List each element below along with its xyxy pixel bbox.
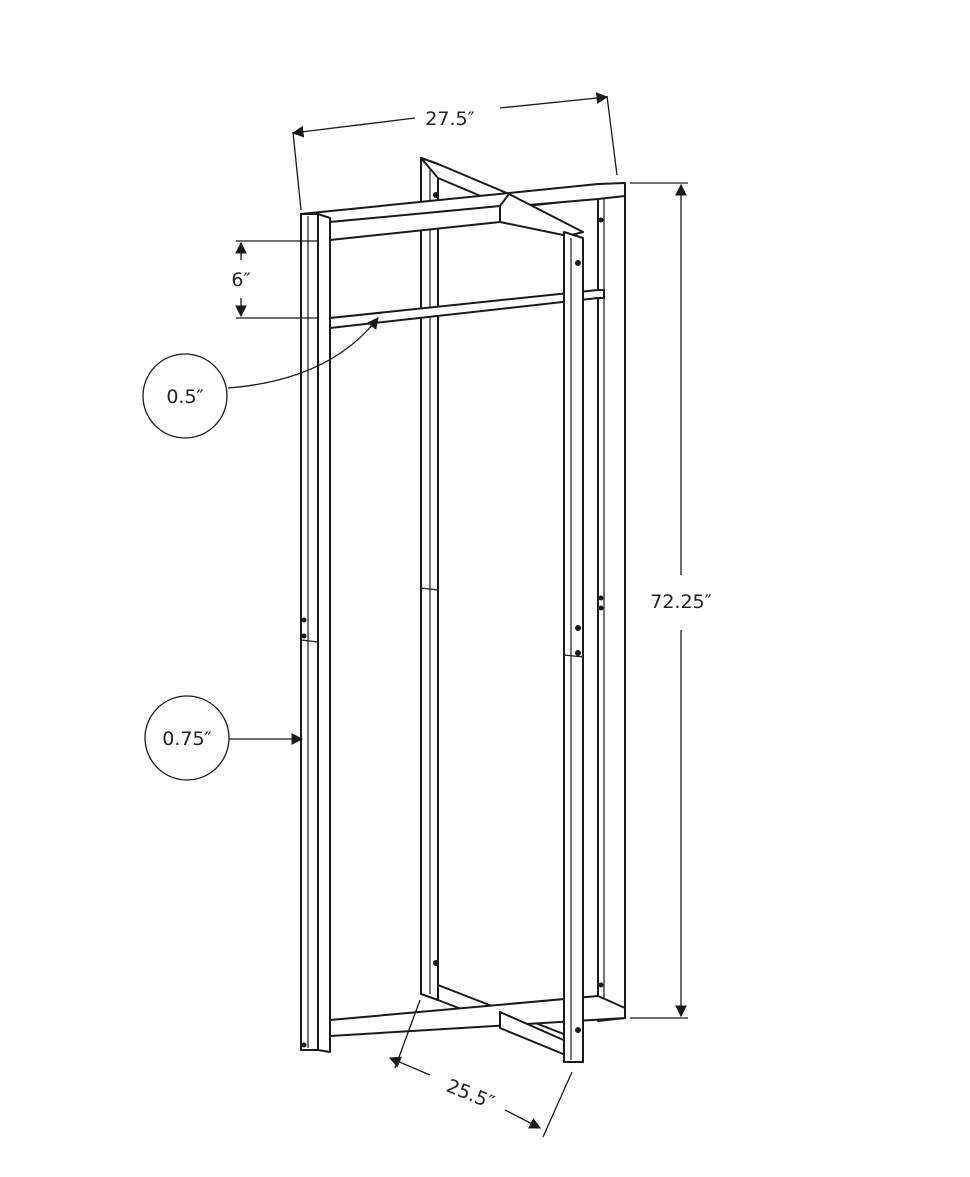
screw-hole <box>433 960 439 966</box>
height-label: 72.25″ <box>650 591 712 613</box>
screw-holes <box>301 192 604 1048</box>
screw-hole <box>598 605 604 611</box>
screw-hole <box>575 1027 581 1033</box>
front-left-post <box>300 213 331 1053</box>
height-dimension: 72.25″ <box>630 182 712 1019</box>
bar-offset-dimension: 6″ <box>231 240 318 319</box>
bar-diameter-callout: 0.5″ <box>142 317 379 439</box>
bar-diameter-label: 0.5″ <box>166 386 203 408</box>
frame-thickness-label: 0.75″ <box>162 728 211 750</box>
width-label: 27.5″ <box>425 108 474 130</box>
front-right-post <box>563 231 584 1063</box>
screw-hole <box>575 260 581 266</box>
screw-hole <box>433 192 439 198</box>
hanging-bar <box>329 289 605 329</box>
screw-hole <box>598 217 604 223</box>
screw-hole <box>598 595 604 601</box>
screw-hole <box>301 1042 307 1048</box>
depth-label: 25.5″ <box>443 1075 497 1114</box>
screw-hole <box>301 617 307 623</box>
screw-hole <box>575 625 581 631</box>
top-rails <box>300 182 626 241</box>
frame-thickness-callout: 0.75″ <box>144 695 304 781</box>
bar-offset-label: 6″ <box>231 269 250 291</box>
screw-hole <box>575 650 581 656</box>
screw-hole <box>301 633 307 639</box>
width-dimension: 27.5″ <box>291 92 618 211</box>
screw-hole <box>598 982 604 988</box>
